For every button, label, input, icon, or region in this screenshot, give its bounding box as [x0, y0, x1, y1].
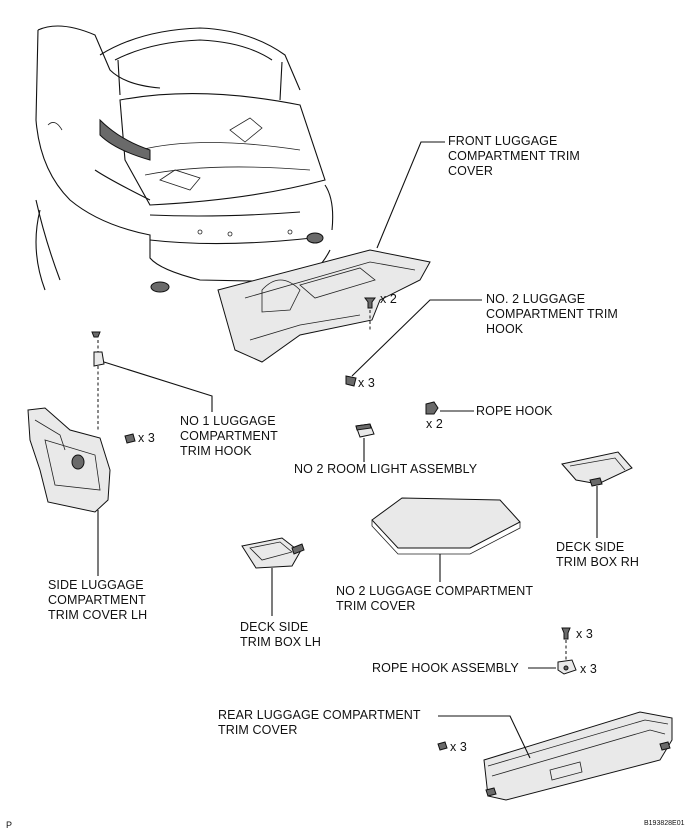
label-no1-trim-hook-line1: NO 1 LUGGAGE: [180, 414, 276, 428]
label-deck-box-lh: DECK SIDE TRIM BOX LH: [240, 620, 321, 650]
label-side-trim-cover-lh: SIDE LUGGAGE COMPARTMENT TRIM COVER LH: [48, 578, 147, 623]
front-trim-cover-part: [217, 249, 431, 363]
label-side-trim-cover-lh-line2: COMPARTMENT: [48, 593, 146, 607]
label-deck-box-rh-line1: DECK SIDE: [556, 540, 625, 554]
leader-rear-cover: [438, 715, 531, 759]
label-no2-trim-cover-line1: NO 2 LUGGAGE COMPARTMENT: [336, 584, 534, 598]
rear-cover-clip: [437, 741, 448, 751]
rope-hook-part: [425, 401, 439, 415]
label-deck-box-rh: DECK SIDE TRIM BOX RH: [556, 540, 639, 570]
page-mark: P: [6, 820, 13, 830]
label-no2-trim-hook-line3: HOOK: [486, 322, 524, 336]
label-deck-box-rh-line2: TRIM BOX RH: [556, 555, 640, 569]
figure-code: B193828E01: [644, 820, 685, 827]
label-rear-trim-cover: REAR LUGGAGE COMPARTMENT TRIM COVER: [218, 708, 421, 738]
label-rope-hook: ROPE HOOK: [476, 404, 553, 418]
label-rope-hook-assembly: ROPE HOOK ASSEMBLY: [372, 661, 519, 675]
front-cover-clip-lower: [345, 375, 357, 387]
qty-rope-hook-assy-body: x 3: [580, 662, 597, 676]
label-no2-trim-hook-line2: COMPARTMENT TRIM: [486, 307, 618, 321]
no1-trim-hook-part: [91, 331, 105, 430]
no2-trim-cover-part: [371, 497, 521, 555]
label-no1-trim-hook-line3: TRIM HOOK: [180, 444, 252, 458]
label-front-trim-cover-line1: FRONT LUGGAGE: [448, 134, 558, 148]
label-side-trim-cover-lh-line3: TRIM COVER LH: [48, 608, 148, 622]
label-front-trim-cover-line3: COVER: [448, 164, 493, 178]
label-no2-trim-hook: NO. 2 LUGGAGE COMPARTMENT TRIM HOOK: [486, 292, 618, 337]
qty-front-cover-clip: x 2: [380, 292, 397, 306]
qty-rope-hook-assy-bolt: x 3: [576, 627, 593, 641]
qty-rear-cover-clip: x 3: [450, 740, 467, 754]
label-no1-trim-hook-line2: COMPARTMENT: [180, 429, 278, 443]
deck-box-lh-part: [241, 537, 305, 569]
label-front-trim-cover-line2: COMPARTMENT TRIM: [448, 149, 580, 163]
side-cover-clip: [124, 433, 136, 444]
front-cover-clip: [364, 297, 376, 332]
label-room-light: NO 2 ROOM LIGHT ASSEMBLY: [294, 462, 478, 476]
label-front-trim-cover: FRONT LUGGAGE COMPARTMENT TRIM COVER: [448, 134, 580, 179]
car-illustration: [35, 25, 334, 293]
leader-no1-hook: [103, 361, 213, 412]
label-no2-trim-cover: NO 2 LUGGAGE COMPARTMENT TRIM COVER: [336, 584, 533, 614]
label-deck-box-lh-line2: TRIM BOX LH: [240, 635, 321, 649]
rear-trim-cover-part: [483, 711, 673, 801]
room-light-part: [355, 423, 375, 438]
label-no1-trim-hook: NO 1 LUGGAGE COMPARTMENT TRIM HOOK: [180, 414, 278, 459]
side-trim-cover-lh-part: [27, 407, 111, 513]
leader-no2-hook: [351, 299, 482, 377]
label-no2-trim-hook-line1: NO. 2 LUGGAGE: [486, 292, 586, 306]
qty-rope-hook: x 2: [426, 417, 443, 431]
label-side-trim-cover-lh-line1: SIDE LUGGAGE: [48, 578, 144, 592]
deck-box-rh-part: [561, 451, 633, 487]
rope-hook-assy-part: [557, 627, 577, 675]
label-rear-trim-cover-line2: TRIM COVER: [218, 723, 298, 737]
label-rear-trim-cover-line1: REAR LUGGAGE COMPARTMENT: [218, 708, 421, 722]
qty-side-cover-clip: x 3: [138, 431, 155, 445]
qty-front-cover-clip-lower: x 3: [358, 376, 375, 390]
leader-front-cover: [376, 141, 445, 249]
label-no2-trim-cover-line2: TRIM COVER: [336, 599, 416, 613]
label-deck-box-lh-line1: DECK SIDE: [240, 620, 309, 634]
